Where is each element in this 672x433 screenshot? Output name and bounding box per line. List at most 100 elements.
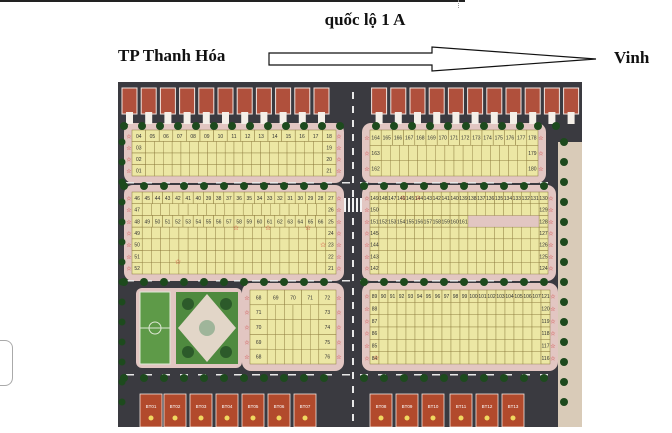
lot-plot [251, 164, 261, 177]
corner-star-icon: ☆ [364, 294, 369, 301]
house-roof [313, 87, 330, 115]
lot-plot [521, 203, 531, 216]
lot-plot [417, 145, 427, 161]
lot-plot [187, 203, 198, 216]
lot-plot [458, 262, 469, 275]
tree-icon [380, 182, 388, 190]
lot-plot [522, 351, 533, 365]
tree-icon [228, 122, 236, 130]
lot-plot [298, 203, 308, 216]
lot-number: 128 [539, 219, 548, 225]
lot-number: 140 [450, 196, 459, 202]
house-yard [260, 112, 268, 124]
lot-plot [206, 250, 216, 263]
tree-icon [426, 122, 434, 130]
lot-plot [309, 334, 319, 350]
lot-number: 146 [397, 196, 406, 202]
lot-number: 05 [150, 134, 156, 140]
lot-plot [215, 226, 226, 240]
house-yard [567, 112, 575, 124]
lot-number: 27 [328, 196, 334, 202]
lot-number: 55 [206, 219, 212, 225]
lot-plot [233, 262, 244, 275]
lot-plot [414, 302, 425, 315]
corner-star-icon: ☆ [548, 219, 553, 226]
lot-plot [467, 250, 477, 263]
star-icon: ☆ [265, 224, 271, 232]
lot-number: 86 [372, 331, 378, 337]
lot-number: 172 [461, 136, 470, 142]
corner-star-icon: ☆ [126, 133, 131, 140]
lot-plot [486, 302, 497, 315]
lot-plot [295, 164, 305, 177]
lot-number: 175 [495, 136, 504, 142]
lot-plot [432, 203, 442, 216]
lot-number: 145 [406, 196, 415, 202]
lane-marking [234, 182, 242, 184]
lot-plot [171, 164, 182, 177]
lane-marking [352, 218, 354, 225]
lot-number: 152 [379, 219, 388, 225]
lot-number: 34 [257, 196, 263, 202]
lane-marking [352, 414, 354, 421]
lot-plot [378, 339, 389, 352]
star-icon: ☆ [373, 354, 379, 362]
lot-number: 130 [539, 196, 548, 202]
lot-number: 98 [453, 294, 459, 300]
lot-plot [414, 351, 425, 365]
lot-plot [486, 351, 497, 365]
villa-label: BT11 [456, 404, 467, 409]
lot-plot [468, 326, 479, 340]
corner-star-icon: ☆ [336, 339, 341, 346]
lot-plot [145, 152, 155, 165]
lot-plot [486, 339, 497, 352]
lot-number: 96 [435, 294, 441, 300]
lot-number: 144 [370, 243, 379, 249]
corner-star-icon: ☆ [126, 254, 131, 261]
tree-icon [118, 158, 126, 166]
lot-plot [307, 203, 317, 216]
lot-number: 51 [134, 254, 140, 260]
lot-plot [531, 339, 542, 352]
house-yard [414, 112, 421, 124]
lot-plot [387, 339, 398, 352]
lot-number: 129 [539, 208, 548, 214]
lot-plot [224, 164, 235, 177]
house-yard [298, 112, 306, 124]
tree-icon [320, 374, 328, 382]
house-yard [241, 112, 249, 124]
lane-marking [352, 148, 354, 155]
lot-plot [301, 319, 311, 335]
lot-plot [503, 226, 513, 240]
lot-number: 31 [287, 196, 293, 202]
lot-number: 136 [486, 196, 495, 202]
lot-plot [408, 160, 418, 177]
tree-icon [300, 278, 308, 286]
lot-number: 40 [196, 196, 202, 202]
tree-icon [360, 374, 368, 382]
house-roof [371, 87, 388, 115]
tree-icon [560, 318, 568, 326]
lane-marking [352, 400, 354, 407]
lot-plot [405, 326, 416, 340]
lot-plot [504, 339, 515, 352]
destination-city-label: Vinh [614, 48, 650, 67]
corner-star-icon: ☆ [126, 168, 131, 175]
lot-plot [142, 238, 152, 251]
tree-icon [560, 278, 568, 286]
lane-marking [450, 182, 458, 184]
top-rule [0, 0, 465, 2]
lot-plot [381, 160, 391, 177]
lot-plot [233, 152, 244, 165]
lane-marking [144, 374, 152, 376]
lot-number: 174 [483, 136, 492, 142]
lot-number: 106 [523, 294, 532, 300]
lane-marking [468, 280, 476, 282]
corner-star-icon: ☆ [538, 135, 543, 142]
lot-number: 91 [390, 294, 396, 300]
lot-number: 12 [245, 134, 251, 140]
lot-plot [512, 262, 522, 275]
lot-plot [405, 203, 415, 216]
lot-plot [279, 262, 290, 275]
